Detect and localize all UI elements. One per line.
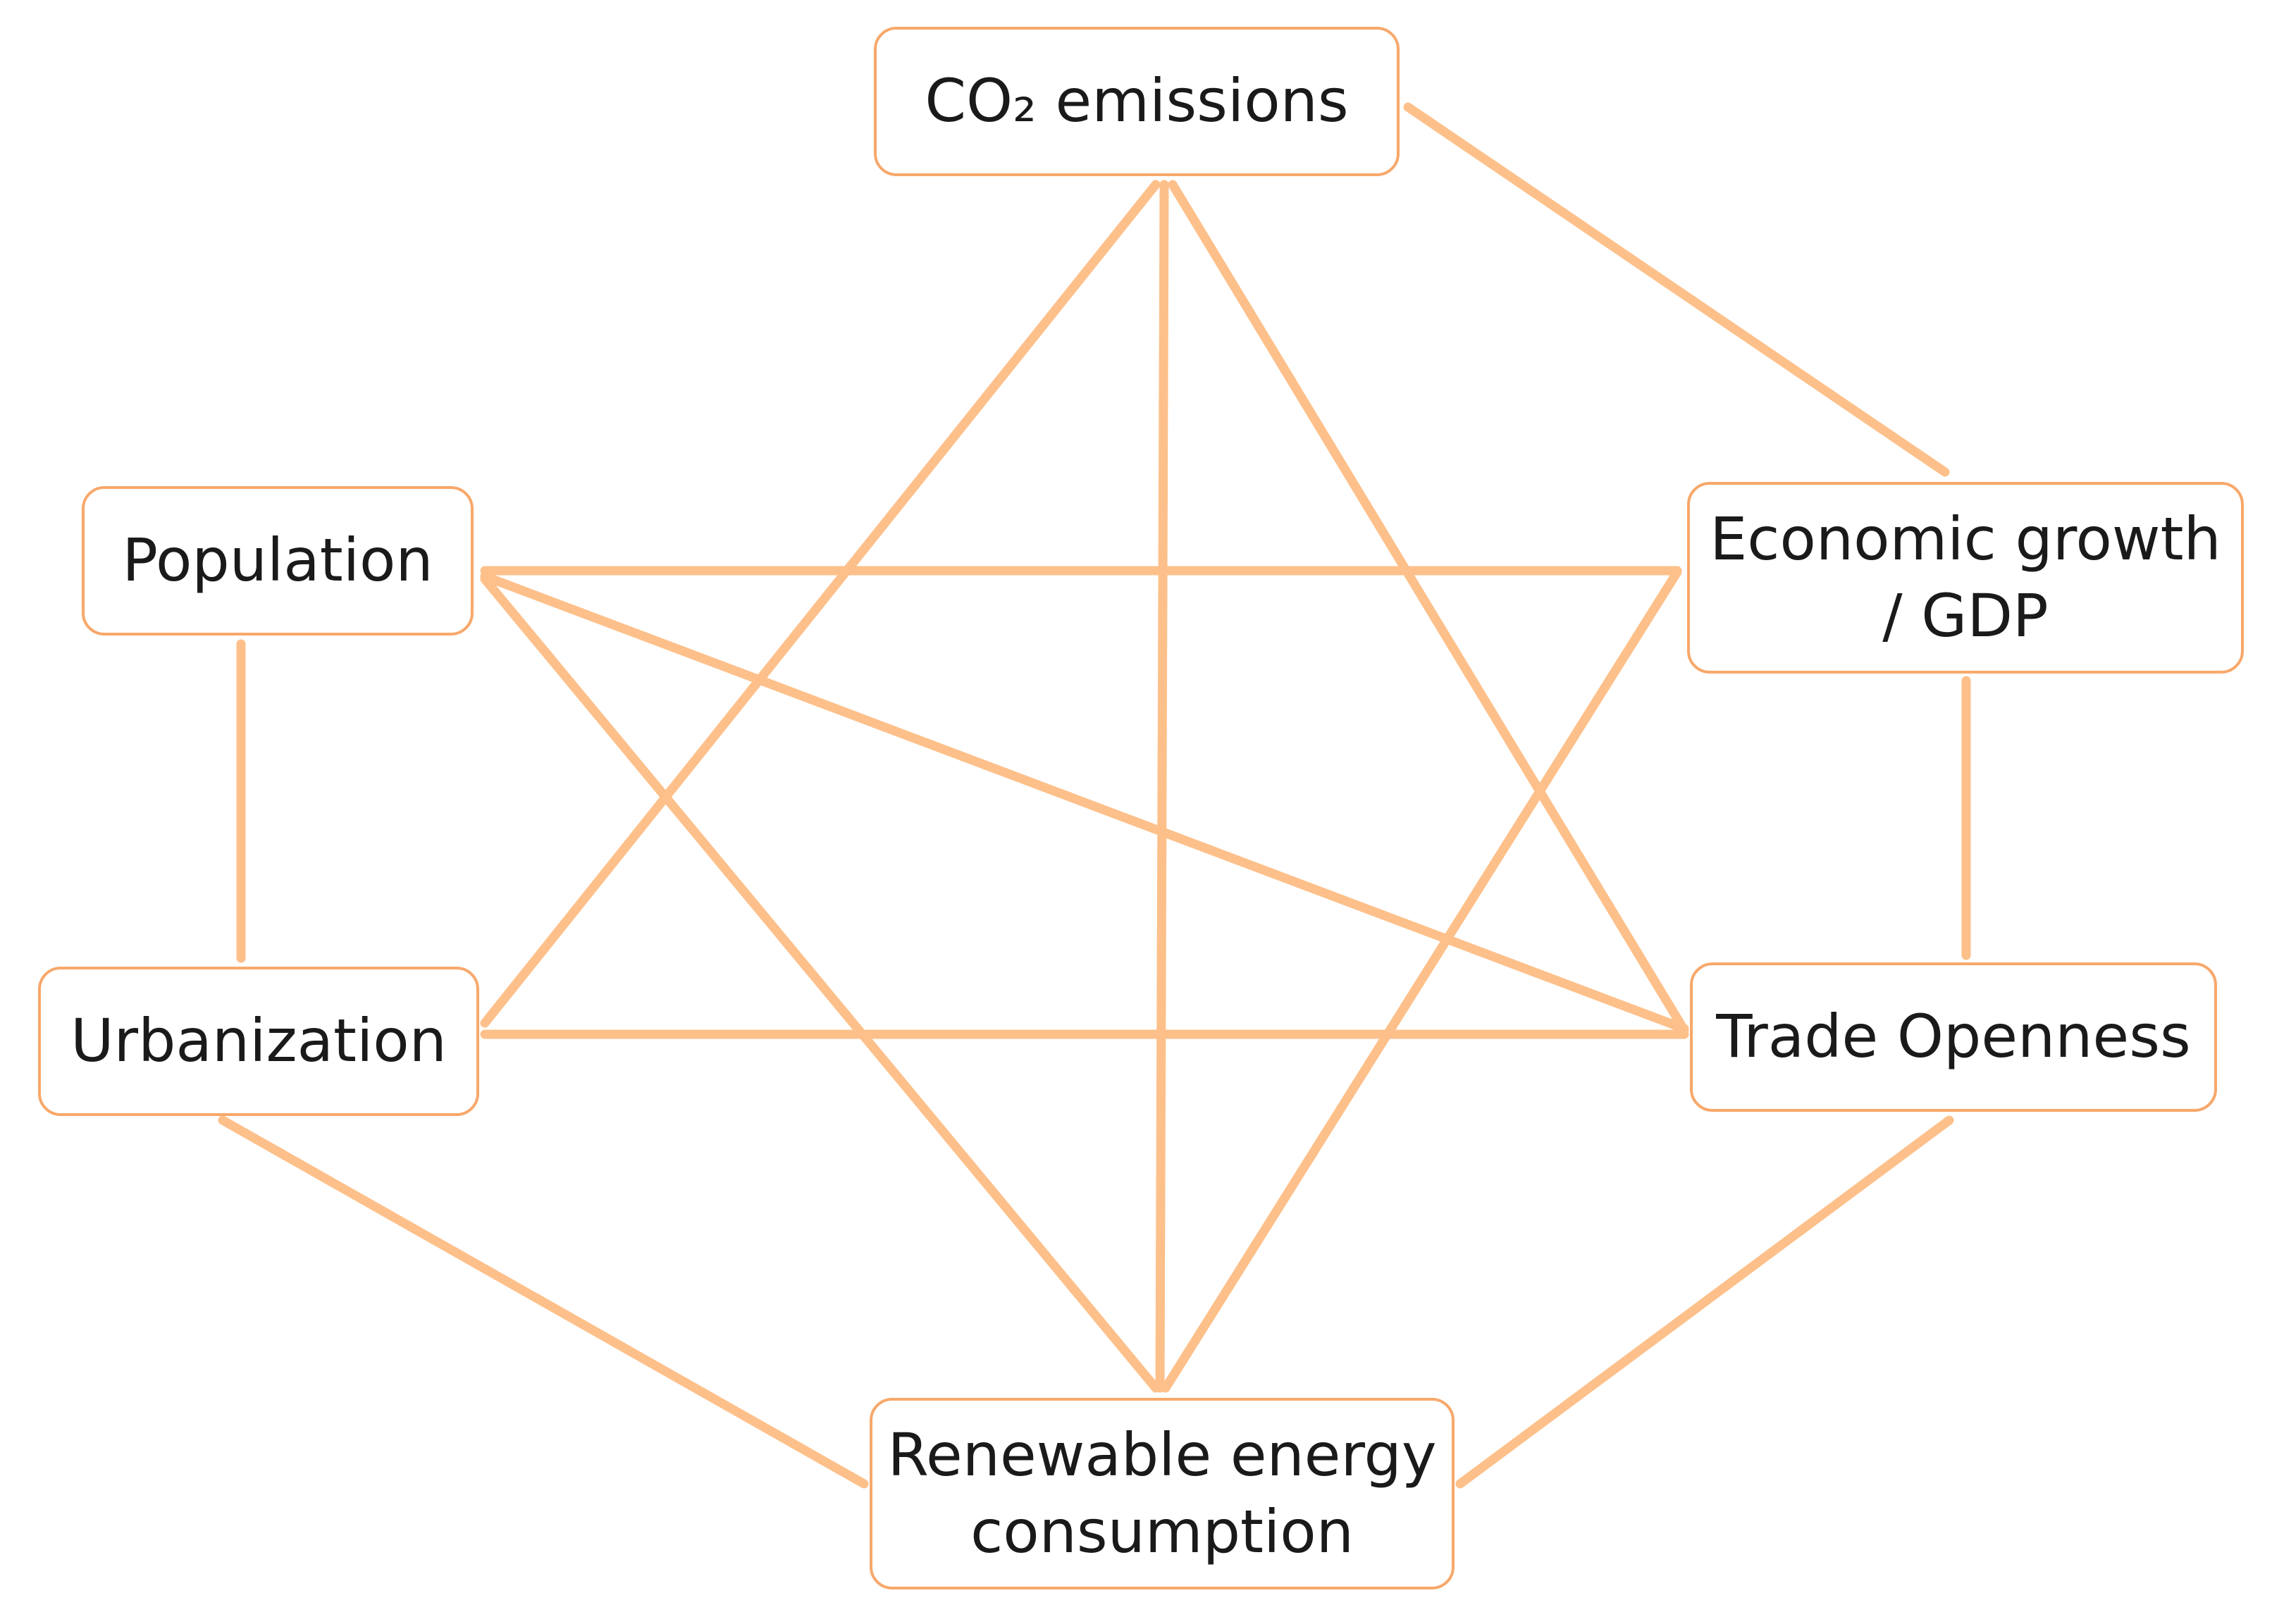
node-renewable-energy: Renewable energy consumption bbox=[870, 1398, 1455, 1589]
edge-co2-trade bbox=[1168, 180, 1689, 1035]
node-co2-emissions: CO₂ emissions bbox=[874, 27, 1400, 176]
edge-co2-renewable bbox=[1155, 180, 1169, 1393]
edge-economic-renewable bbox=[1161, 567, 1682, 1393]
node-trade-openness: Trade Openness bbox=[1690, 962, 2217, 1112]
edge-population-renewable bbox=[480, 574, 1161, 1393]
edge-co2-economic bbox=[1403, 102, 1950, 477]
node-economic-growth-label-line1: Economic growth bbox=[1710, 504, 2221, 574]
node-urbanization-label: Urbanization bbox=[70, 1006, 447, 1076]
node-renewable-energy-label-line2: consumption bbox=[970, 1497, 1354, 1566]
node-co2-emissions-label: CO₂ emissions bbox=[925, 66, 1349, 136]
node-population: Population bbox=[82, 486, 474, 636]
node-economic-growth: Economic growth / GDP bbox=[1687, 482, 2244, 674]
edge-co2-urbanization bbox=[480, 180, 1161, 1028]
node-trade-openness-label: Trade Openness bbox=[1716, 1002, 2191, 1072]
node-urbanization: Urbanization bbox=[38, 967, 479, 1116]
node-economic-growth-label-line2: / GDP bbox=[1882, 581, 2049, 650]
node-population-label: Population bbox=[122, 526, 433, 595]
edge-urbanization-renewable bbox=[218, 1115, 869, 1489]
node-renewable-energy-label-line1: Renewable energy bbox=[887, 1420, 1437, 1489]
edge-trade-renewable bbox=[1455, 1115, 1954, 1489]
